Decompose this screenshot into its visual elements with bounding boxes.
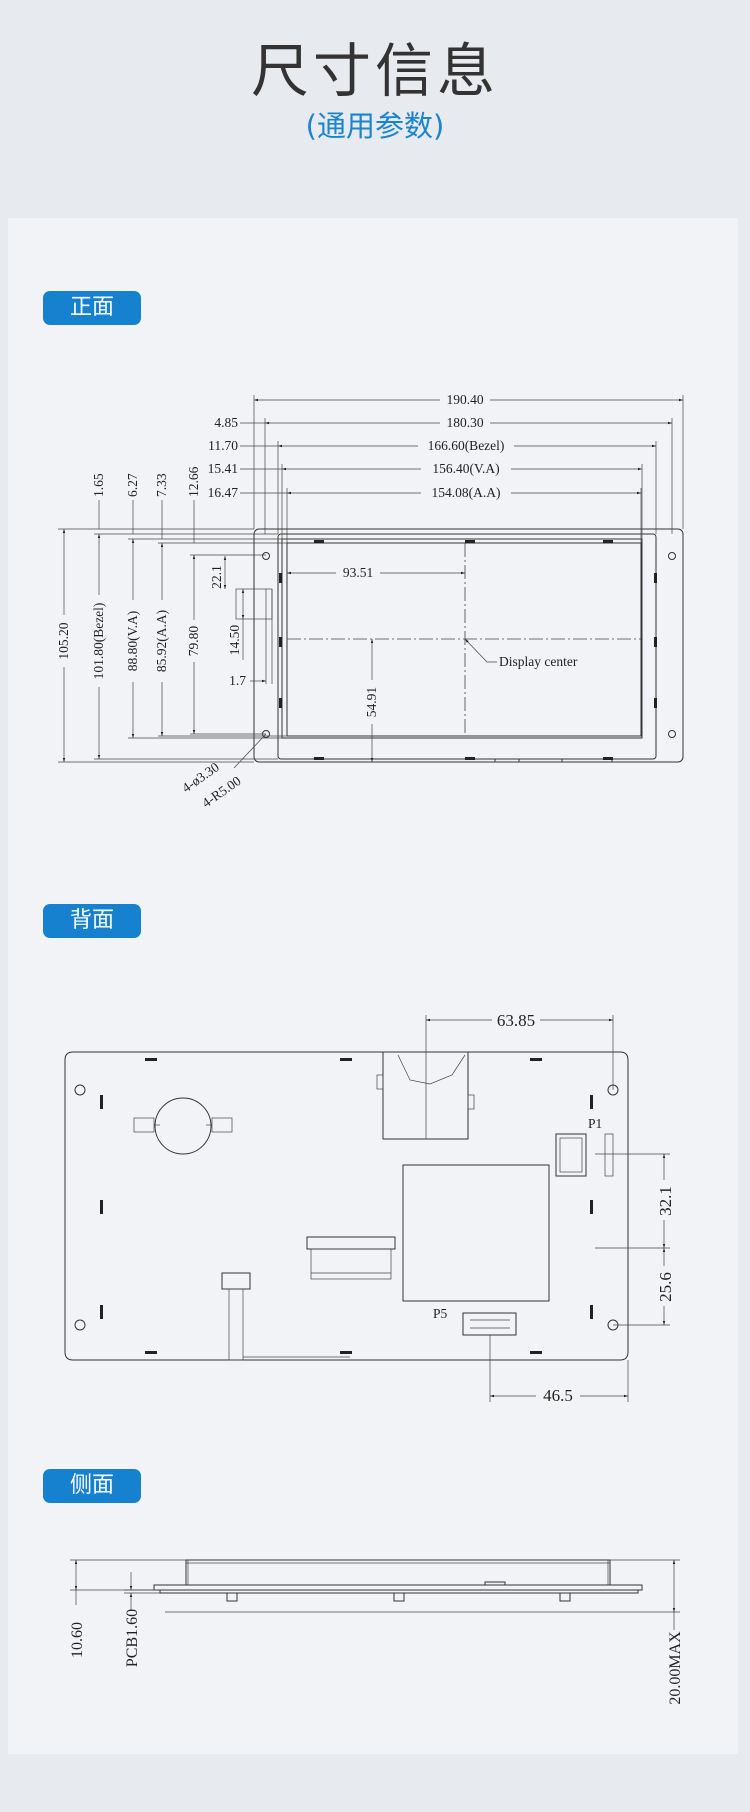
side-view-drawing: 10.60 PCB1.60 20.00MAX [69,1559,684,1705]
dim-center-horizontal: 93.51 [343,565,373,580]
battery-holder [154,1097,212,1155]
offset-top-1: 4.85 [214,415,238,430]
dim-width-outline: 180.30 [446,415,483,430]
dim-width-va: 156.40(V.A) [432,461,499,476]
dim-inner-2: 14.50 [227,625,242,656]
dim-inner-1: 22.1 [209,565,224,589]
mount-hole [262,552,270,560]
side-display [185,1559,611,1586]
dim-side-height: 10.60 [69,1622,86,1658]
side-bezel [153,1584,643,1591]
dim-height-va: 88.80(V.A) [125,611,140,672]
p1-connector [555,1133,587,1177]
offset-top-3: 15.41 [208,461,238,476]
dim-height-holes: 79.80 [186,626,201,657]
page-title: 尺寸信息 [250,37,499,105]
p5-connector [462,1312,517,1336]
p5-label: P5 [433,1306,448,1321]
dim-height-aa: 85.92(A.A) [154,610,169,672]
dim-width-bezel: 166.60(Bezel) [428,438,505,453]
front-view-drawing: 190.40 180.30 166.60(Bezel) 156.40(V.A) … [56,392,684,810]
p1-label: P1 [588,1116,602,1131]
offset-top-4: 16.47 [208,485,239,500]
dim-back-right-1: 32.1 [656,1186,675,1216]
offset-top-2: 11.70 [208,438,238,453]
dim-side-max: 20.00MAX [667,1631,684,1705]
mount-hole [668,552,676,560]
offset-left-3: 7.33 [154,473,169,497]
front-outline [253,528,684,763]
bezel-outline [277,533,657,760]
dim-height-bezel: 101.80(Bezel) [91,603,106,680]
pcb-hole [74,1319,86,1331]
dim-width-aa: 154.08(A.A) [432,485,501,500]
section-tag-side: 侧面 [43,1469,141,1503]
section-tag-front: 正面 [43,291,141,325]
offset-left-2: 6.27 [125,473,140,497]
dim-inner-3: 1.7 [229,673,246,688]
display-center-label: Display center [499,654,578,669]
section-tag-back: 背面 [43,904,141,938]
pcb-hole [74,1084,86,1096]
dim-back-top: 63.85 [497,1011,535,1030]
pcb-outline [64,1051,629,1361]
main-chip [402,1164,550,1302]
dim-height-total: 105.20 [56,622,71,659]
mount-hole [668,730,676,738]
active-area [286,542,642,737]
dim-side-pcb: PCB1.60 [124,1609,141,1667]
offset-left-1: 1.65 [91,473,106,497]
dim-back-bottom: 46.5 [543,1386,573,1405]
page-subtitle: (通用参数) [305,109,445,143]
dim-width-total: 190.40 [446,392,483,407]
dim-center-vertical: 54.91 [364,687,379,717]
offset-left-4: 12.66 [186,466,201,497]
dim-back-right-2: 25.6 [656,1272,675,1302]
back-view-drawing: P1 P5 63.85 [64,1011,675,1405]
